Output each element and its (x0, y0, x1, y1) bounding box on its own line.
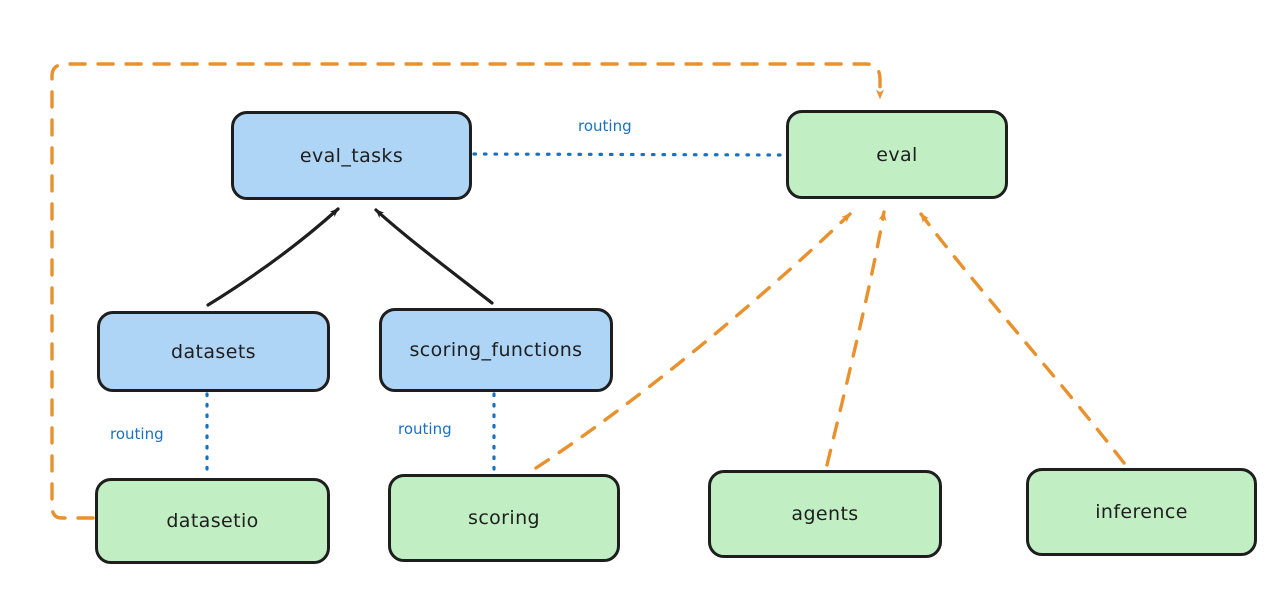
node-label-datasetio: datasetio (166, 510, 259, 532)
node-inference[interactable]: inference (1026, 468, 1257, 556)
edge-agents-to-eval-dashed (825, 210, 887, 467)
node-scoring[interactable]: scoring (388, 474, 620, 562)
node-label-scoring-functions: scoring_functions (409, 339, 583, 361)
edge-label-routing-datasets-to-datasetio: routing (110, 425, 164, 443)
node-eval-tasks[interactable]: eval_tasks (231, 111, 472, 200)
edge-label-routing-scoring-functions-to-scoring: routing (398, 420, 452, 438)
edge-scoring-to-eval-dashed (534, 212, 852, 470)
node-scoring-functions[interactable]: scoring_functions (379, 308, 613, 392)
node-label-eval-tasks: eval_tasks (299, 144, 404, 167)
node-label-agents: agents (791, 503, 859, 525)
node-datasets[interactable]: datasets (97, 311, 330, 392)
edge-eval-tasks-to-eval-routing (472, 152, 786, 157)
edge-datasets-to-eval-tasks (206, 207, 340, 307)
node-label-datasets: datasets (171, 340, 256, 363)
node-label-inference: inference (1095, 501, 1188, 523)
node-agents[interactable]: agents (708, 470, 942, 558)
edge-inference-to-eval-dashed (919, 212, 1126, 465)
edge-datasetio-to-eval-dashed (50, 62, 884, 520)
node-datasetio[interactable]: datasetio (95, 478, 330, 564)
node-label-eval: eval (876, 143, 918, 166)
edge-scoring-functions-to-eval-tasks (374, 208, 494, 305)
edge-label-routing-eval-tasks-to-eval: routing (578, 117, 632, 135)
node-eval[interactable]: eval (786, 110, 1008, 199)
node-label-scoring: scoring (468, 507, 540, 529)
